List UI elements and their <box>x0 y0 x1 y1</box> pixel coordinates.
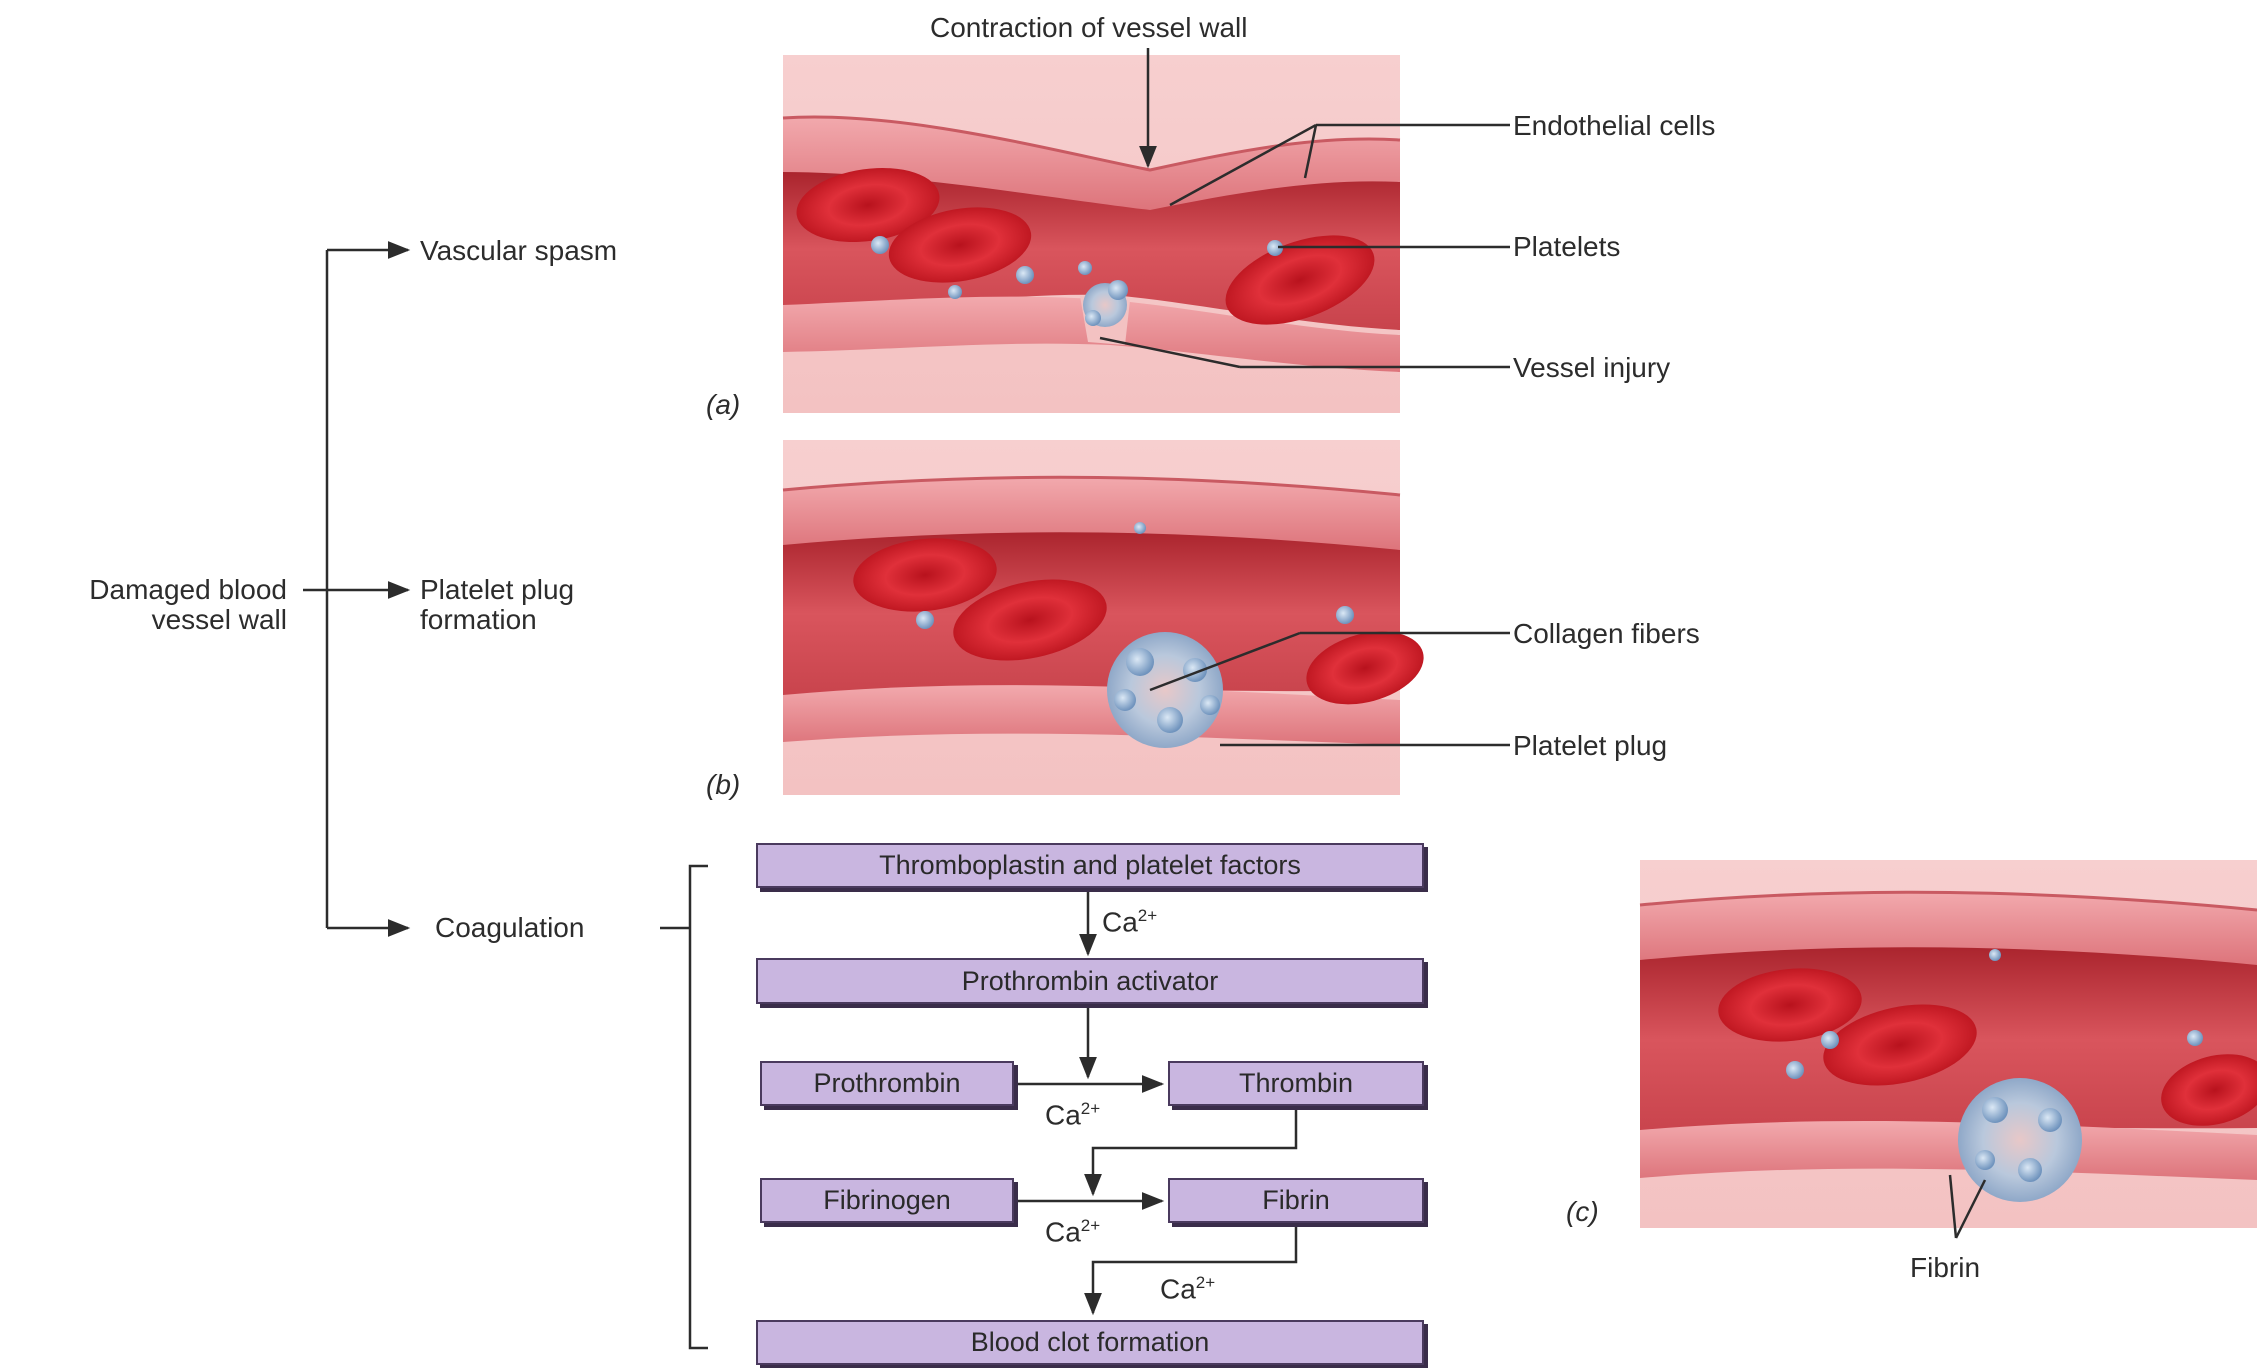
fibrinogen-box: Fibrinogen <box>760 1178 1014 1223</box>
plug-formation-line1: Platelet plug <box>420 575 574 605</box>
calcium-charge: 2+ <box>1196 1273 1215 1292</box>
blood-clot-formation-box: Blood clot formation <box>756 1320 1424 1365</box>
calcium-label-2: Ca2+ <box>1045 1094 1100 1130</box>
damaged-vessel-line1: Damaged blood <box>0 575 287 605</box>
endothelial-cells-label: Endothelial cells <box>1513 111 1715 141</box>
fibrin-label: Fibrin <box>1910 1253 1980 1283</box>
damaged-vessel-line2: vessel wall <box>0 605 287 635</box>
contraction-label: Contraction of vessel wall <box>930 13 1247 43</box>
platelet-plug-label: Platelet plug <box>1513 731 1667 761</box>
prothrombin-box: Prothrombin <box>760 1061 1014 1106</box>
panel-a-illustration <box>783 55 1400 413</box>
panel-b-label: (b) <box>706 770 740 800</box>
panel-b-illustration <box>783 440 1432 795</box>
calcium-symbol: Ca <box>1160 1273 1196 1304</box>
calcium-label-1: Ca2+ <box>1102 901 1157 937</box>
vessel-injury-label: Vessel injury <box>1513 353 1670 383</box>
calcium-label-4: Ca2+ <box>1160 1268 1215 1304</box>
panel-a-label: (a) <box>706 390 740 420</box>
thromboplastin-box: Thromboplastin and platelet factors <box>756 843 1424 888</box>
collagen-fibers-label: Collagen fibers <box>1513 619 1700 649</box>
platelets-label: Platelets <box>1513 232 1620 262</box>
plug-formation-line2: formation <box>420 605 537 635</box>
calcium-symbol: Ca <box>1045 1099 1081 1130</box>
thrombin-box: Thrombin <box>1168 1061 1424 1106</box>
calcium-charge: 2+ <box>1138 906 1157 925</box>
calcium-charge: 2+ <box>1081 1099 1100 1118</box>
coagulation-label: Coagulation <box>435 913 584 943</box>
panel-c-label: (c) <box>1566 1197 1599 1227</box>
calcium-symbol: Ca <box>1102 906 1138 937</box>
vascular-spasm-label: Vascular spasm <box>420 236 617 266</box>
fibrin-box: Fibrin <box>1168 1178 1424 1223</box>
prothrombin-activator-box: Prothrombin activator <box>756 958 1424 1004</box>
panel-c-illustration <box>1640 860 2257 1228</box>
calcium-charge: 2+ <box>1081 1216 1100 1235</box>
calcium-symbol: Ca <box>1045 1216 1081 1247</box>
calcium-label-3: Ca2+ <box>1045 1211 1100 1247</box>
